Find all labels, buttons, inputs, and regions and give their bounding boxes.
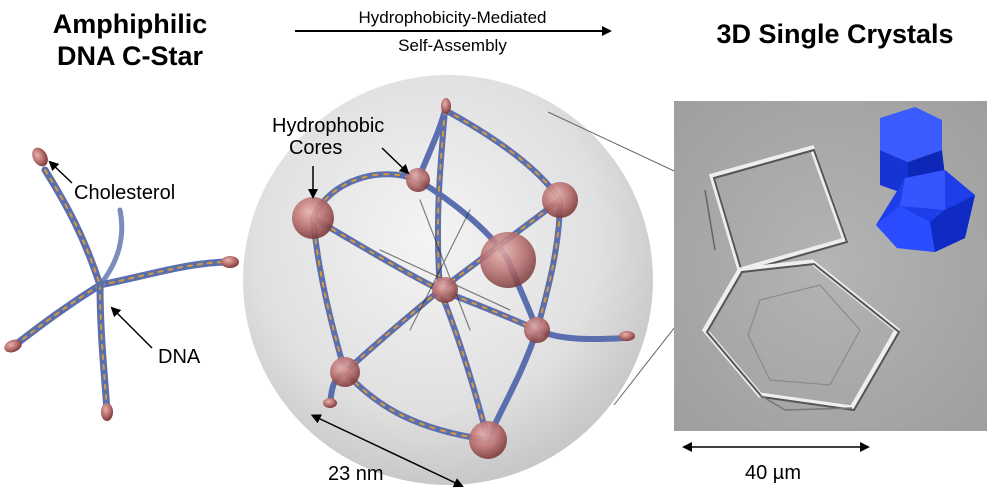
left-title: Amphiphilic DNA C-Star xyxy=(30,8,230,72)
hydrophobic-core xyxy=(524,317,550,343)
cholesterol-tip xyxy=(221,256,239,268)
hydrophobic-core xyxy=(469,421,507,459)
scale-label-23nm: 23 nm xyxy=(328,463,384,485)
process-label-top: Hydrophobicity-Mediated xyxy=(358,8,547,27)
cores-pointer xyxy=(381,147,410,175)
cholesterol-tip xyxy=(619,331,635,341)
cholesterol-tip xyxy=(323,398,337,408)
crystal-model xyxy=(876,107,975,252)
label-cores-line1: Hydrophobic xyxy=(272,115,385,137)
hydrophobic-core xyxy=(432,277,458,303)
crystal-outlines xyxy=(701,144,901,412)
scale-label-40um: 40 µm xyxy=(745,462,801,484)
cholesterol-tip xyxy=(441,98,451,114)
hydrophobic-core xyxy=(480,232,536,288)
hydrophobic-core xyxy=(406,168,430,192)
label-dna: DNA xyxy=(158,346,201,368)
hydrophobic-core xyxy=(330,357,360,387)
left-title-line1: Amphiphilic xyxy=(52,9,208,39)
cholesterol-tip xyxy=(32,147,48,167)
hydrophobic-core xyxy=(542,182,578,218)
dna-pointer xyxy=(110,306,153,349)
right-title: 3D Single Crystals xyxy=(716,19,954,49)
scale-bar-23nm xyxy=(310,414,464,488)
cholesterol-tip xyxy=(4,339,22,353)
cholesterol-pointer xyxy=(48,160,73,184)
process-label-bottom: Self-Assembly xyxy=(398,36,507,55)
label-cores-line2: Cores xyxy=(288,137,343,159)
label-hydrophobic-cores: Hydrophobic Cores xyxy=(272,115,384,159)
c-star-molecule xyxy=(11,166,234,414)
cholesterol-tip xyxy=(101,403,113,421)
left-title-line2: DNA C-Star xyxy=(56,41,203,71)
hydrophobic-core xyxy=(292,197,334,239)
label-cholesterol: Cholesterol xyxy=(74,182,176,204)
